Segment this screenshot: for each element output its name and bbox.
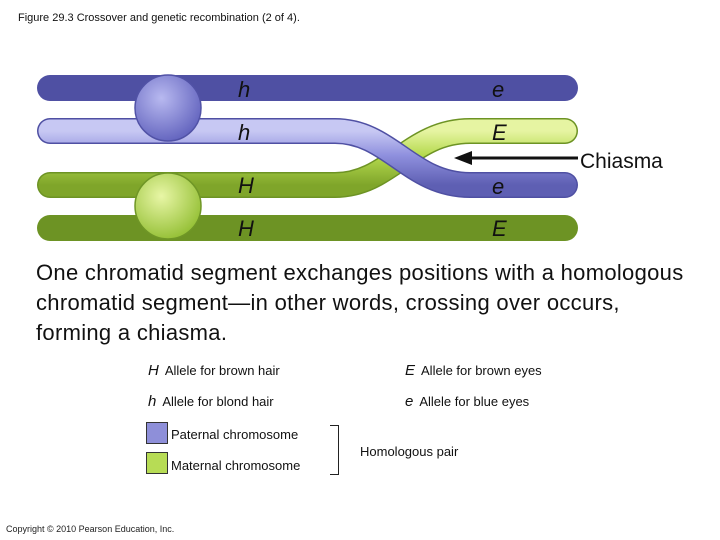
maternal-swatch bbox=[146, 452, 168, 474]
chiasma-label: Chiasma bbox=[580, 150, 663, 173]
key-label-brown-hair: Allele for brown hair bbox=[164, 363, 280, 378]
key-symbol-blond-hair: h bbox=[148, 393, 157, 410]
allele-paternal-1-left: h bbox=[238, 77, 250, 102]
key-blue-eyes: e Allele for blue eyes bbox=[405, 393, 529, 410]
key-brown-eyes: E Allele for brown eyes bbox=[405, 362, 542, 379]
homologous-pair-bracket bbox=[330, 425, 339, 475]
figure-title: Figure 29.3 Crossover and genetic recomb… bbox=[18, 12, 300, 24]
allele-maternal-1-right: e bbox=[492, 174, 504, 199]
copyright: Copyright © 2010 Pearson Education, Inc. bbox=[6, 524, 175, 534]
chiasma-arrowhead bbox=[454, 151, 472, 165]
chromosome-diagram: h e h E H e H E Chiasma bbox=[37, 74, 663, 241]
key-label-blue-eyes: Allele for blue eyes bbox=[419, 394, 530, 409]
homologous-pair-label: Homologous pair bbox=[360, 444, 459, 459]
key-brown-hair: H Allele for brown hair bbox=[148, 362, 280, 379]
paternal-centromere bbox=[134, 74, 202, 142]
paternal-swatch bbox=[146, 422, 168, 444]
allele-maternal-2-right: E bbox=[492, 216, 507, 241]
key-label-brown-eyes: Allele for brown eyes bbox=[421, 363, 542, 378]
key-label-blond-hair: Allele for blond hair bbox=[162, 394, 274, 409]
allele-paternal-1-right: e bbox=[492, 77, 504, 102]
key-blond-hair: h Allele for blond hair bbox=[148, 393, 274, 410]
allele-maternal-2-left: H bbox=[238, 216, 254, 241]
key-symbol-brown-eyes: E bbox=[405, 362, 416, 379]
allele-paternal-2-left: h bbox=[238, 120, 250, 145]
key-symbol-blue-eyes: e bbox=[405, 393, 414, 410]
allele-paternal-2-right: E bbox=[492, 120, 507, 145]
maternal-label: Maternal chromosome bbox=[171, 458, 301, 473]
maternal-centromere bbox=[134, 172, 202, 240]
caption: One chromatid segment exchanges position… bbox=[36, 260, 684, 345]
paternal-label: Paternal chromosome bbox=[171, 427, 299, 442]
key-symbol-brown-hair: H bbox=[148, 362, 159, 379]
allele-maternal-1-left: H bbox=[238, 173, 254, 198]
